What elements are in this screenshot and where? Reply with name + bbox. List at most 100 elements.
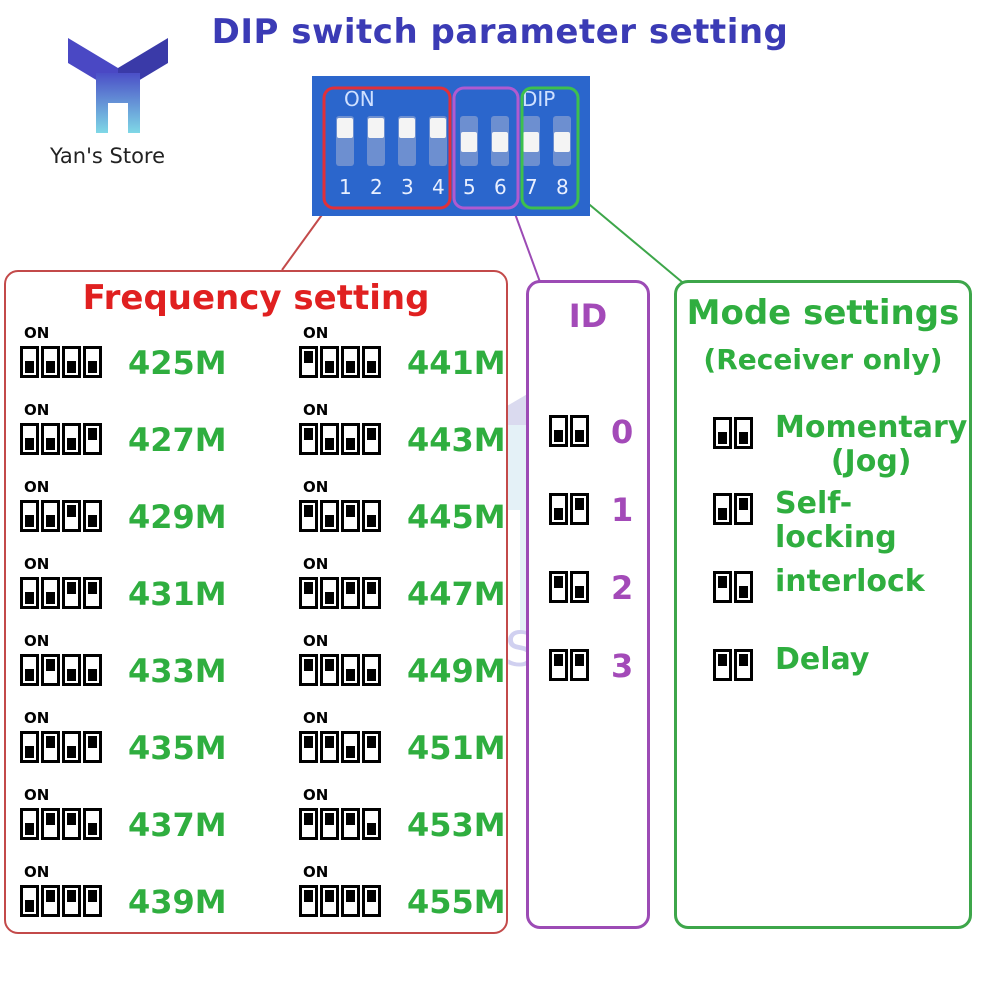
switch-cell: [20, 577, 39, 609]
switch-cell: [734, 649, 753, 681]
id-label: 3: [611, 647, 634, 685]
switch-cell: [299, 731, 318, 763]
photo-switch-knob: [492, 132, 508, 152]
switch-cell: [62, 500, 81, 532]
frequency-label: 429M: [128, 498, 227, 536]
frequency-item: ON 431M: [10, 555, 250, 625]
dip-switch-icon: [20, 885, 104, 921]
switch-cell: [299, 500, 318, 532]
mode-label-line1: Delay: [775, 642, 870, 677]
switch-cell: [62, 885, 81, 917]
mode-label: interlock: [775, 565, 925, 599]
switch-cell: [320, 577, 339, 609]
dip-switch-icon: [549, 415, 591, 451]
switch-cell: [41, 346, 60, 378]
switch-cell: [362, 731, 381, 763]
switch-cell: [713, 649, 732, 681]
frequency-label: 439M: [128, 883, 227, 921]
frequency-label: 437M: [128, 806, 227, 844]
switch-cell: [734, 493, 753, 525]
dip-switch-icon: [299, 808, 383, 844]
photo-switch-knob: [430, 118, 446, 138]
dip-switch-icon: [713, 493, 755, 529]
photo-switch-number: 3: [401, 175, 414, 199]
switch-cell: [41, 577, 60, 609]
switch-cell: [83, 577, 102, 609]
switch-cell: [20, 808, 39, 840]
id-label: 0: [611, 413, 634, 451]
photo-switch-knob: [368, 118, 384, 138]
frequency-label: 433M: [128, 652, 227, 690]
switch-cell: [41, 808, 60, 840]
id-item: 0: [549, 413, 639, 455]
dip-switch-icon: [549, 571, 591, 607]
id-title: ID: [568, 297, 608, 335]
on-label: ON: [303, 709, 329, 727]
id-label: 1: [611, 491, 634, 529]
switch-cell: [341, 423, 360, 455]
switch-cell: [734, 417, 753, 449]
switch-cell: [362, 423, 381, 455]
dip-switch-icon: [299, 346, 383, 382]
on-label: ON: [24, 863, 50, 881]
switch-cell: [570, 649, 589, 681]
on-label: ON: [303, 863, 329, 881]
switch-cell: [320, 885, 339, 917]
mode-title: Mode settings: [686, 293, 960, 333]
frequency-label: 425M: [128, 344, 227, 382]
switch-cell: [362, 346, 381, 378]
photo-switch-number: 2: [370, 175, 383, 199]
switch-cell: [362, 808, 381, 840]
switch-cell: [341, 500, 360, 532]
on-label: ON: [24, 401, 50, 419]
switch-cell: [62, 577, 81, 609]
on-label: ON: [303, 555, 329, 573]
id-item: 1: [549, 491, 639, 533]
dip-switch-icon: [20, 577, 104, 613]
switch-cell: [341, 808, 360, 840]
page-title: DIP switch parameter setting: [211, 12, 789, 52]
on-label: ON: [303, 324, 329, 342]
dip-switch-icon: [299, 731, 383, 767]
on-label: ON: [303, 401, 329, 419]
dip-switch-icon: [20, 423, 104, 459]
photo-switch-knob: [554, 132, 570, 152]
photo-switch-number: 6: [494, 175, 507, 199]
frequency-item: ON 447M: [289, 555, 529, 625]
dip-switch-icon: [299, 654, 383, 690]
frequency-label: 435M: [128, 729, 227, 767]
photo-switch-number: 7: [525, 175, 538, 199]
switch-cell: [20, 731, 39, 763]
y-logo-icon: [68, 38, 168, 133]
switch-cell: [549, 649, 568, 681]
frequency-label: 431M: [128, 575, 227, 613]
switch-cell: [570, 571, 589, 603]
switch-cell: [299, 423, 318, 455]
dip-switch-icon: [299, 423, 383, 459]
mode-panel: Mode settings (Receiver only) Momentary(…: [674, 280, 972, 929]
mode-item: interlock: [713, 565, 963, 627]
frequency-label: 447M: [407, 575, 506, 613]
frequency-label: 453M: [407, 806, 506, 844]
switch-cell: [299, 577, 318, 609]
switch-cell: [362, 500, 381, 532]
photo-switch-knob: [337, 118, 353, 138]
photo-switch-number: 5: [463, 175, 476, 199]
mode-item: Momentary(Jog): [713, 411, 967, 479]
switch-cell: [320, 731, 339, 763]
on-label: ON: [24, 555, 50, 573]
id-label: 2: [611, 569, 634, 607]
mode-item: Delay: [713, 642, 963, 705]
switch-cell: [20, 885, 39, 917]
switch-cell: [320, 423, 339, 455]
switch-cell: [299, 808, 318, 840]
dip-switch-icon: [549, 493, 591, 529]
